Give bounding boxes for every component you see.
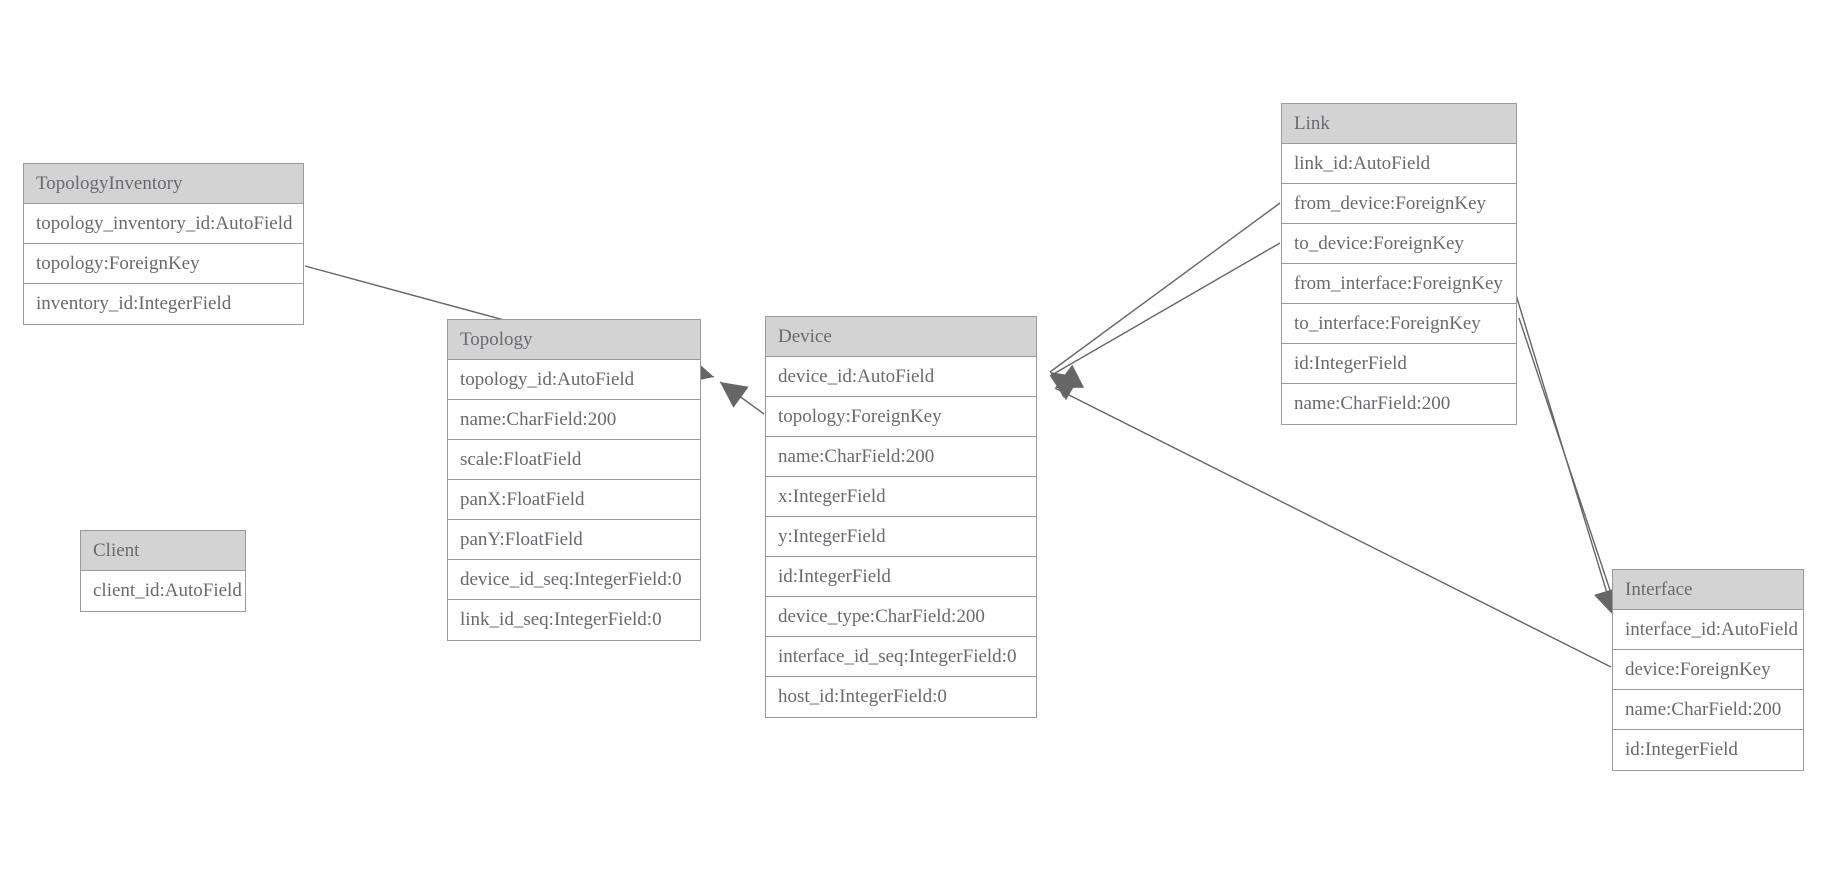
relationship-arrowhead-interface-device <box>1055 364 1085 388</box>
entity-field-row[interactable]: from_device:ForeignKey <box>1282 184 1516 224</box>
entity-field-row[interactable]: client_id:AutoField <box>81 571 245 611</box>
entity-field-row[interactable]: topology:ForeignKey <box>766 397 1036 437</box>
relationship-edge-link-from_interface <box>1512 284 1615 617</box>
entity-field-row[interactable]: panX:FloatField <box>448 480 700 520</box>
entity-field-row[interactable]: panY:FloatField <box>448 520 700 560</box>
entity-field-row[interactable]: interface_id_seq:IntegerField:0 <box>766 637 1036 677</box>
entity-field-row[interactable]: x:IntegerField <box>766 477 1036 517</box>
entity-field-row[interactable]: device_id_seq:IntegerField:0 <box>448 560 700 600</box>
entity-field-row[interactable]: name:CharField:200 <box>766 437 1036 477</box>
relationship-edge-link-to_interface <box>1518 317 1621 621</box>
entity-field-row[interactable]: link_id:AutoField <box>1282 144 1516 184</box>
relationship-arrowhead-link-to_device <box>1050 376 1080 401</box>
entity-field-row[interactable]: link_id_seq:IntegerField:0 <box>448 600 700 640</box>
relationship-arrowhead-device-topology <box>720 382 749 408</box>
entity-header-interface: Interface <box>1613 570 1803 610</box>
entity-field-row[interactable]: host_id:IntegerField:0 <box>766 677 1036 717</box>
entity-header-topologyinventory: TopologyInventory <box>24 164 303 204</box>
entity-field-row[interactable]: topology_id:AutoField <box>448 360 700 400</box>
entity-field-row[interactable]: device:ForeignKey <box>1613 650 1803 690</box>
relationship-arrowhead-link-from_device <box>1050 372 1079 398</box>
relationship-edge-interface-device <box>1054 387 1612 668</box>
entity-header-topology: Topology <box>448 320 700 360</box>
entity-field-row[interactable]: id:IntegerField <box>1282 344 1516 384</box>
entity-field-row[interactable]: name:CharField:200 <box>448 400 700 440</box>
relationship-edge-device-topology <box>719 381 765 415</box>
entity-field-row[interactable]: device_id:AutoField <box>766 357 1036 397</box>
entity-field-row[interactable]: name:CharField:200 <box>1613 690 1803 730</box>
entity-field-row[interactable]: id:IntegerField <box>1613 730 1803 770</box>
entity-field-row[interactable]: name:CharField:200 <box>1282 384 1516 424</box>
entity-field-row[interactable]: topology:ForeignKey <box>24 244 303 284</box>
relationship-edge-link-to_device <box>1049 242 1281 377</box>
entity-field-row[interactable]: inventory_id:IntegerField <box>24 284 303 324</box>
entity-field-row[interactable]: to_interface:ForeignKey <box>1282 304 1516 344</box>
entity-field-row[interactable]: to_device:ForeignKey <box>1282 224 1516 264</box>
entity-header-device: Device <box>766 317 1036 357</box>
entity-field-row[interactable]: id:IntegerField <box>766 557 1036 597</box>
entity-field-row[interactable]: device_type:CharField:200 <box>766 597 1036 637</box>
entity-field-row[interactable]: y:IntegerField <box>766 517 1036 557</box>
entity-field-row[interactable]: interface_id:AutoField <box>1613 610 1803 650</box>
relationship-edge-link-from_device <box>1049 202 1281 373</box>
entity-field-row[interactable]: from_interface:ForeignKey <box>1282 264 1516 304</box>
entity-field-row[interactable]: scale:FloatField <box>448 440 700 480</box>
entity-header-link: Link <box>1282 104 1516 144</box>
entity-header-client: Client <box>81 531 245 571</box>
entity-field-row[interactable]: topology_inventory_id:AutoField <box>24 204 303 244</box>
